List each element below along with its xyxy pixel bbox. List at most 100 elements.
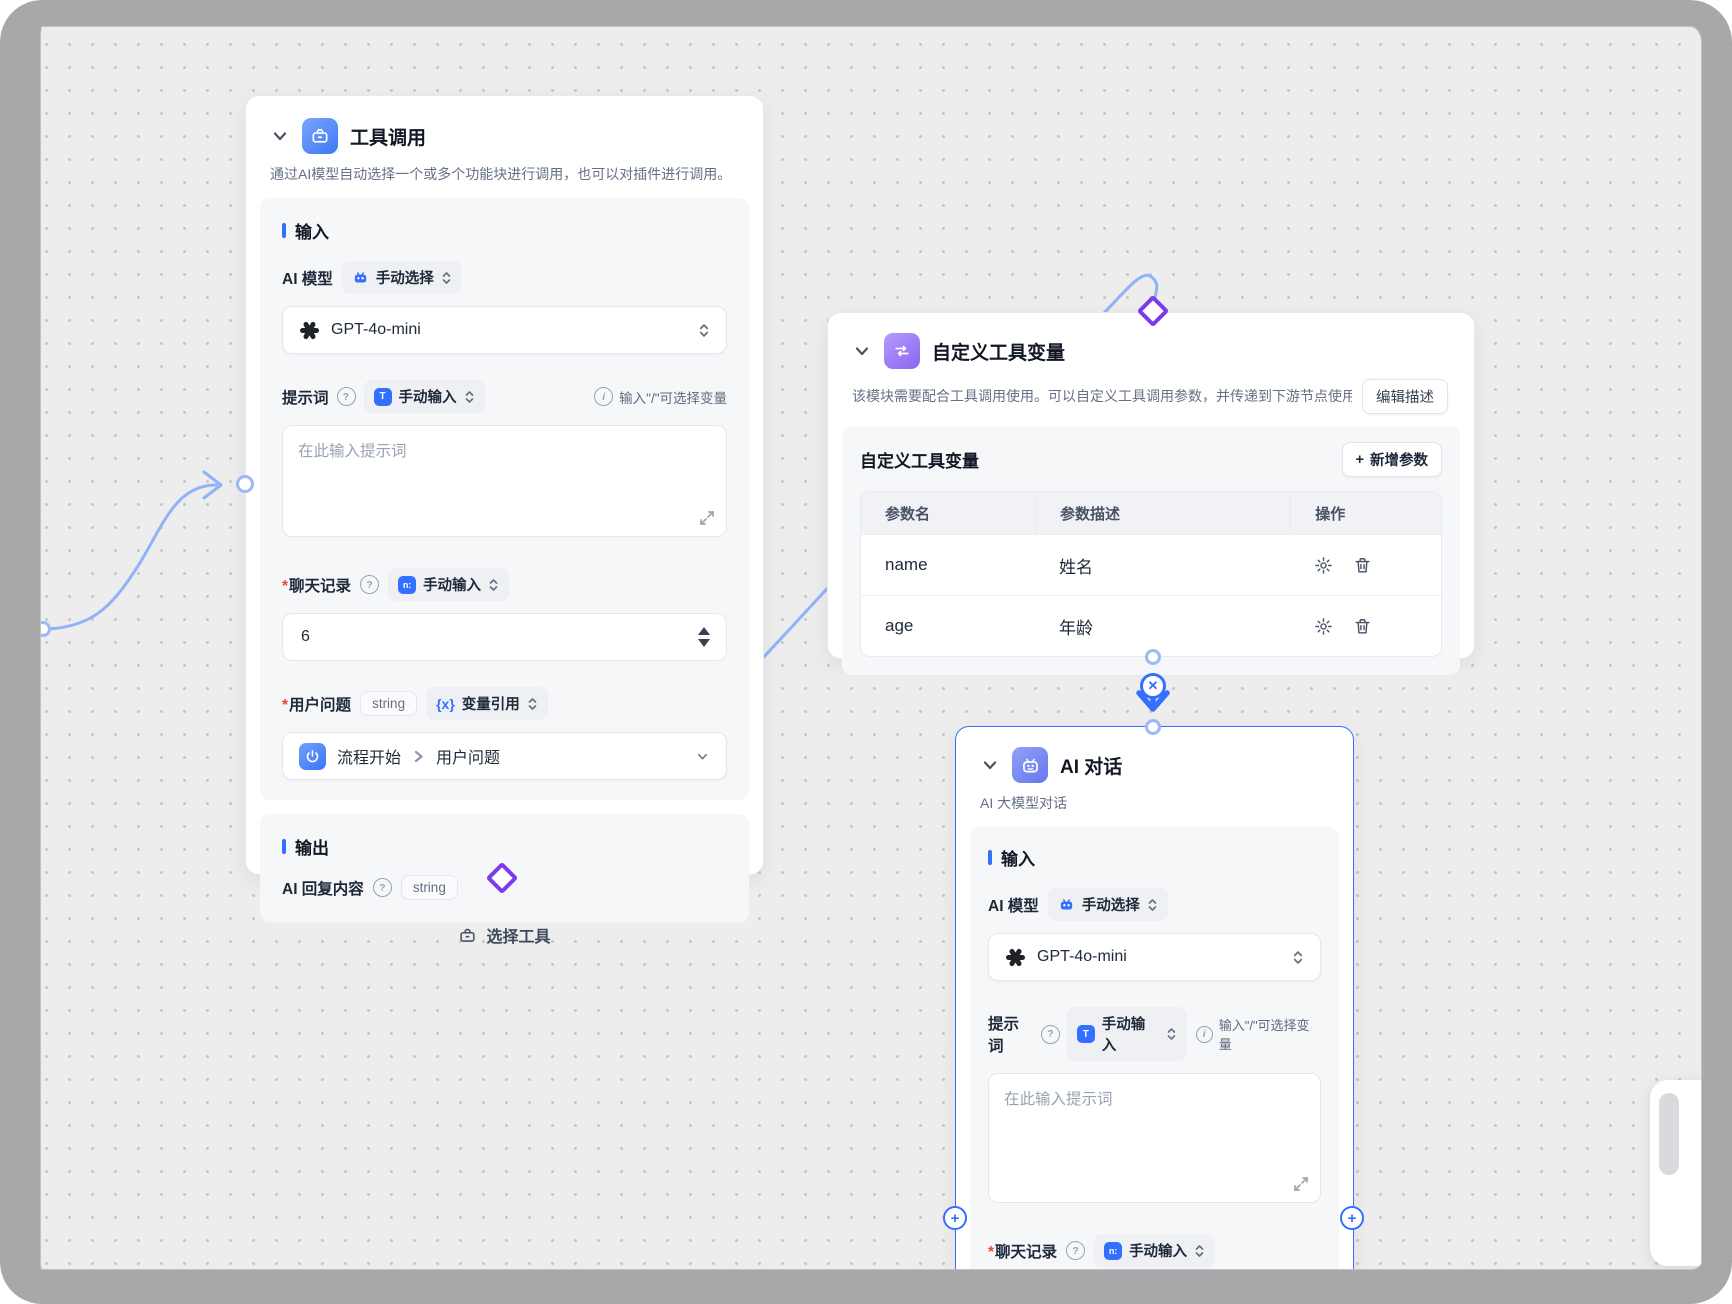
- model-mode-dropdown[interactable]: 手动选择: [341, 261, 462, 295]
- robot-icon: [1060, 899, 1072, 910]
- input-section-label: 输入: [1001, 850, 1035, 870]
- gear-icon[interactable]: [1314, 556, 1333, 575]
- history-value-input[interactable]: [1005, 1293, 1292, 1304]
- prompt-hint: i 输入"/"可选择变量: [1195, 1015, 1321, 1053]
- prompt-mode-label: 手动输入: [1101, 1017, 1146, 1055]
- breadcrumb-field: 用户问题: [436, 750, 501, 768]
- briefcase-icon: [460, 928, 476, 942]
- ai-chat-left-plus-connection-point[interactable]: +: [943, 1206, 967, 1230]
- custom-vars-bottom-connection-point[interactable]: [1145, 649, 1161, 665]
- up-down-chevrons-icon: [442, 271, 451, 284]
- help-icon[interactable]: ?: [1040, 1024, 1060, 1044]
- tool-call-left-connection-point[interactable]: [236, 475, 254, 493]
- history-value-input[interactable]: [299, 627, 698, 648]
- spinner-up-icon[interactable]: [698, 627, 710, 636]
- prompt-hint-text: 输入"/"可选择变量: [1218, 1018, 1310, 1053]
- table-row: age 年龄: [861, 595, 1441, 656]
- prompt-label: 提示词: [988, 1016, 1020, 1056]
- question-variable-select[interactable]: 流程开始 用户问题: [282, 732, 727, 781]
- drag-handle[interactable]: [1659, 1093, 1679, 1175]
- up-down-chevrons-icon: [1195, 1244, 1204, 1257]
- params-table: 参数名 参数描述 操作 name 姓名 age 年龄: [860, 491, 1442, 657]
- param-name-cell: age: [885, 616, 914, 635]
- prompt-row: 提示词 ? T 手动输入 i 输入"/"可选择变量: [282, 380, 727, 414]
- node-description: AI 大模型对话: [980, 795, 1068, 811]
- collapse-chevron-icon[interactable]: [852, 341, 872, 361]
- prompt-textarea[interactable]: [282, 425, 727, 538]
- select-tool-label: 选择工具: [486, 929, 551, 947]
- history-mode-dropdown[interactable]: n: 手动输入: [388, 568, 510, 602]
- param-desc-cell: 年龄: [1059, 618, 1093, 638]
- prompt-mode-dropdown[interactable]: T 手动输入: [1066, 1007, 1187, 1062]
- col-param-desc: 参数描述: [1035, 492, 1290, 534]
- collapse-chevron-icon[interactable]: [270, 126, 290, 146]
- output-section-head: 输出: [282, 834, 727, 859]
- node-ai-chat[interactable]: AI 对话 AI 大模型对话 输入 AI 模型 手动选择 GPT-4o-mini: [955, 726, 1354, 1304]
- help-icon[interactable]: ?: [1066, 1241, 1086, 1261]
- ai-chat-right-plus-connection-point[interactable]: +: [1340, 1206, 1364, 1230]
- model-select[interactable]: GPT-4o-mini: [282, 306, 727, 355]
- trash-icon[interactable]: [1353, 556, 1372, 575]
- help-icon[interactable]: ?: [360, 575, 380, 595]
- required-asterisk: *: [988, 1243, 995, 1261]
- ai-model-label: AI 模型: [282, 270, 333, 288]
- prompt-textarea[interactable]: [988, 1073, 1321, 1204]
- param-desc-cell: 姓名: [1059, 557, 1093, 577]
- info-icon: i: [1195, 1025, 1213, 1043]
- section-bar: [282, 223, 286, 239]
- trash-icon[interactable]: [1353, 617, 1372, 636]
- history-mode-label: 手动输入: [1129, 1244, 1188, 1261]
- help-icon[interactable]: ?: [336, 387, 356, 407]
- edge-arrowhead: [202, 470, 223, 500]
- up-down-chevrons-icon: [489, 578, 498, 591]
- side-panel[interactable]: [1650, 1080, 1732, 1266]
- required-asterisk: *: [282, 696, 289, 714]
- robot-icon: [354, 272, 366, 283]
- history-input-icon: n:: [398, 575, 417, 594]
- expand-icon[interactable]: [1293, 1176, 1309, 1197]
- params-card: 自定义工具变量 + 新增参数 参数名 参数描述 操作 name 姓名: [842, 426, 1460, 675]
- question-mode-label: 变量引用: [461, 697, 520, 714]
- connection-point[interactable]: [35, 621, 51, 637]
- type-chip: string: [400, 875, 458, 901]
- prompt-mode-dropdown[interactable]: T 手动输入: [363, 380, 485, 414]
- input-section-label: 输入: [295, 223, 329, 243]
- model-select[interactable]: GPT-4o-mini: [988, 933, 1321, 982]
- node-custom-vars-header: 自定义工具变量: [828, 313, 1474, 369]
- history-label: 聊天记录: [995, 1243, 1058, 1261]
- number-spinners: [698, 627, 710, 648]
- spinner-up-icon[interactable]: [1292, 1293, 1304, 1302]
- prompt-textarea-wrap: [282, 425, 727, 542]
- up-down-chevrons-icon: [1148, 898, 1157, 911]
- node-custom-vars[interactable]: 自定义工具变量 该模块需要配合工具调用使用。可以自定义工具调用参数，并传递到下游…: [827, 312, 1475, 675]
- history-mode-dropdown[interactable]: n: 手动输入: [1094, 1234, 1216, 1268]
- params-table-header: 参数名 参数描述 操作: [861, 492, 1441, 534]
- node-tool-call[interactable]: 工具调用 通过AI模型自动选择一个或多个功能块进行调用，也可以对插件进行调用。 …: [245, 95, 764, 946]
- expand-icon[interactable]: [699, 510, 715, 531]
- model-mode-label: 手动选择: [1081, 898, 1140, 915]
- question-mode-dropdown[interactable]: {x} 变量引用: [426, 687, 548, 721]
- history-label: 聊天记录: [289, 577, 352, 595]
- edge-delete-icon[interactable]: ✕: [1140, 673, 1166, 699]
- question-label: 用户问题: [289, 696, 352, 714]
- ai-model-label: AI 模型: [988, 897, 1039, 915]
- select-tool-button[interactable]: 选择工具: [246, 922, 763, 947]
- add-param-button[interactable]: + 新增参数: [1341, 442, 1442, 477]
- spinner-down-icon[interactable]: [698, 639, 710, 648]
- node-tool-call-header: 工具调用: [246, 96, 763, 154]
- collapse-chevron-icon[interactable]: [980, 755, 1000, 775]
- prompt-textarea-wrap: [988, 1073, 1321, 1208]
- help-icon[interactable]: ?: [372, 878, 392, 898]
- required-asterisk: *: [282, 577, 289, 595]
- gear-icon[interactable]: [1314, 617, 1333, 636]
- breadcrumb-source: 流程开始: [337, 750, 402, 768]
- output-row: AI 回复内容 ? string: [282, 875, 727, 901]
- edit-description-button[interactable]: 编辑描述: [1362, 379, 1448, 414]
- input-section-head: 输入: [988, 845, 1321, 870]
- ai-chat-top-connection-point[interactable]: [1145, 719, 1161, 735]
- plus-icon: +: [1355, 451, 1364, 468]
- up-down-chevrons-icon: [528, 697, 537, 710]
- prompt-label: 提示词: [282, 389, 329, 407]
- model-mode-dropdown[interactable]: 手动选择: [1047, 888, 1168, 922]
